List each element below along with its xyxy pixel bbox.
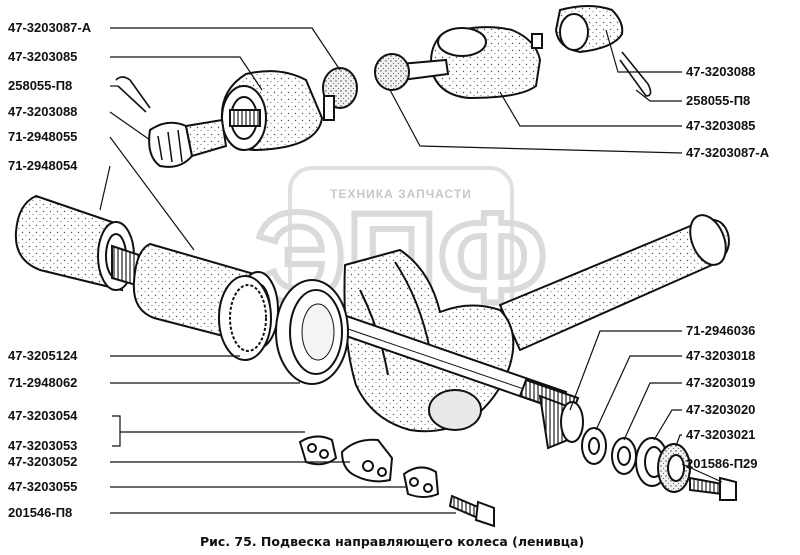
leader-lines bbox=[99, 27, 723, 514]
labels-right: 47-3203088 258055-П8 47-3203085 47-32030… bbox=[686, 64, 770, 471]
label-left-4: 71-2948055 bbox=[8, 129, 77, 144]
cover-cup bbox=[275, 279, 349, 385]
watermark-line: ТЕХНИКА ЗАПЧАСТИ bbox=[330, 187, 472, 201]
label-right-3: 47-3203087-А bbox=[686, 145, 770, 160]
label-right-7: 47-3203020 bbox=[686, 402, 755, 417]
label-left-8: 47-3203054 bbox=[8, 408, 78, 423]
label-right-5: 47-3203018 bbox=[686, 348, 755, 363]
plate-3203054 bbox=[298, 435, 338, 466]
washer-3203019 bbox=[611, 437, 637, 475]
label-left-11: 47-3203055 bbox=[8, 479, 77, 494]
label-left-1: 47-3203085 bbox=[8, 49, 77, 64]
ball-joint-right bbox=[374, 5, 652, 100]
label-left-2: 258055-П8 bbox=[8, 78, 72, 93]
clamp-3203052 bbox=[340, 438, 394, 483]
labels-left: 47-3203087-А 47-3203085 258055-П8 47-320… bbox=[8, 20, 92, 520]
label-left-12: 201546-П8 bbox=[8, 505, 72, 520]
bolt-201586 bbox=[689, 476, 737, 501]
label-right-8: 47-3203021 bbox=[686, 427, 755, 442]
label-left-6: 47-3205124 bbox=[8, 348, 78, 363]
label-right-6: 47-3203019 bbox=[686, 375, 755, 390]
idler-crank-arm bbox=[343, 214, 730, 433]
label-left-7: 71-2948062 bbox=[8, 375, 77, 390]
label-left-0: 47-3203087-А bbox=[8, 20, 92, 35]
figure-caption: Рис. 75. Подвеска направляющего колеса (… bbox=[200, 534, 584, 549]
splined-sleeve bbox=[538, 394, 584, 450]
ball-joint-left bbox=[115, 67, 358, 168]
outer-bushing bbox=[14, 194, 161, 294]
washer-3203018 bbox=[581, 427, 607, 465]
label-left-10: 47-3203052 bbox=[8, 454, 77, 469]
label-left-3: 47-3203088 bbox=[8, 104, 77, 119]
label-right-9: 201586-П29 bbox=[686, 456, 758, 471]
seal-ring bbox=[218, 275, 272, 361]
label-right-0: 47-3203088 bbox=[686, 64, 755, 79]
plate-3203055 bbox=[402, 466, 440, 498]
bolt-201546 bbox=[448, 494, 495, 528]
label-right-2: 47-3203085 bbox=[686, 118, 755, 133]
label-right-4: 71-2946036 bbox=[686, 323, 755, 338]
label-left-5: 71-2948054 bbox=[8, 158, 78, 173]
label-right-1: 258055-П8 bbox=[686, 93, 750, 108]
label-left-9: 47-3203053 bbox=[8, 438, 77, 453]
